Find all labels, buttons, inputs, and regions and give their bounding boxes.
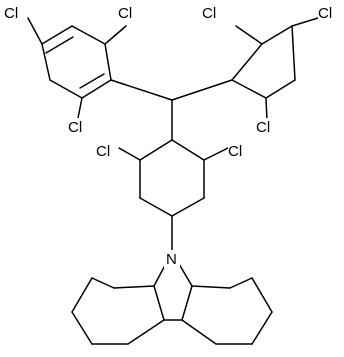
chlorine-label: Cl (256, 119, 270, 136)
bond (265, 79, 296, 99)
bond (127, 319, 165, 345)
chlorine-label: Cl (96, 143, 110, 160)
bond (251, 311, 273, 345)
chlorine-label: Cl (118, 5, 132, 22)
bond (251, 277, 273, 313)
bond (71, 25, 106, 45)
chlorine-label: Cl (318, 5, 332, 22)
bond (71, 277, 93, 313)
bond (291, 25, 296, 81)
bond (203, 147, 229, 161)
bond (181, 285, 193, 321)
bond (91, 277, 115, 289)
bond (71, 311, 93, 345)
bond (231, 79, 267, 99)
bond (104, 43, 112, 81)
bond (181, 319, 217, 345)
bond (231, 43, 263, 81)
bond (113, 285, 155, 289)
bond (45, 36, 74, 54)
chlorine-label: Cl (202, 5, 216, 22)
bond (79, 73, 105, 89)
chlorine-label: Cl (228, 143, 242, 160)
atom-labels: Cl Cl Cl Cl Cl Cl Cl Cl N (4, 4, 340, 268)
nitrogen-label: N (166, 251, 177, 268)
bond (49, 79, 83, 99)
bond (118, 147, 141, 161)
bond (235, 25, 263, 45)
bond (171, 139, 205, 161)
bond (110, 79, 173, 101)
bond (291, 17, 319, 27)
bond (153, 285, 165, 321)
bond (171, 197, 205, 217)
bond (41, 43, 51, 81)
bond (41, 25, 73, 45)
bond (104, 25, 127, 45)
bonds (27, 17, 319, 345)
bond (265, 97, 268, 122)
bond (229, 277, 253, 289)
bond (77, 97, 83, 119)
bond (81, 79, 112, 99)
bond (27, 17, 43, 45)
bond (139, 197, 173, 217)
bond (261, 25, 293, 45)
chlorine-label: Cl (4, 5, 18, 22)
chlorine-label: Cl (68, 119, 82, 136)
bond (139, 139, 173, 161)
bond (171, 79, 233, 101)
bond (191, 285, 231, 289)
